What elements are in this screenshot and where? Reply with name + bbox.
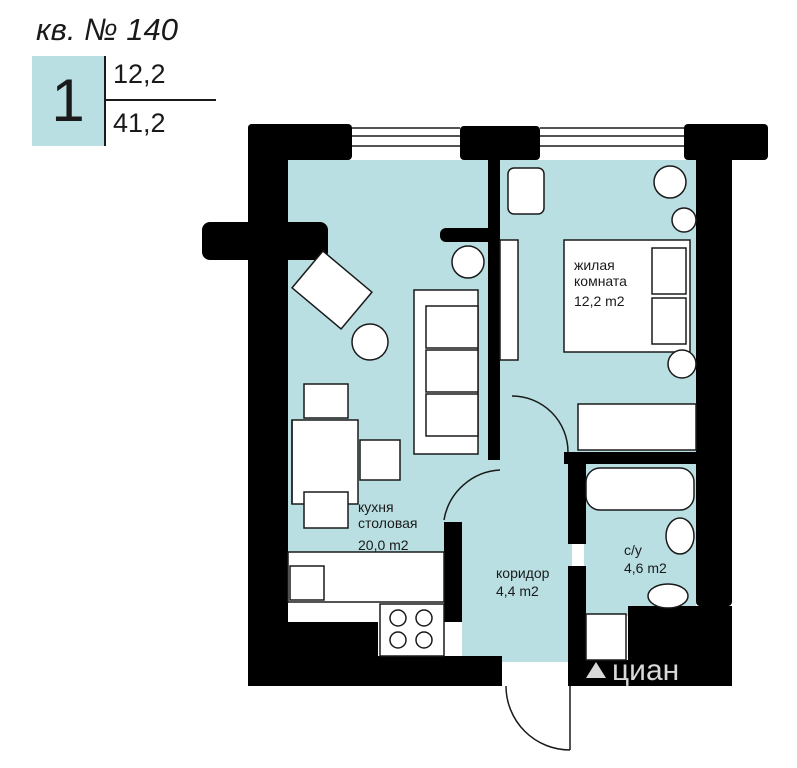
windows [352, 127, 684, 147]
burner-3 [389, 631, 407, 649]
pillow-2 [651, 297, 687, 345]
wall-left [248, 124, 288, 686]
kitchen-label-line1: кухня [358, 499, 394, 515]
sofa-cushion-3 [425, 393, 479, 437]
wall-partition-kitchen-bedroom [488, 160, 500, 460]
armchair [291, 249, 373, 331]
watermark: циан [586, 654, 679, 687]
walls [202, 124, 768, 686]
apartment-title: кв. № 140 [36, 12, 178, 47]
bedroom-radiator-icon-3 [667, 349, 697, 379]
bedroom-radiator-icon-2 [671, 207, 697, 233]
wall-corridor-bath [568, 452, 586, 544]
sofa-cushion-1 [425, 305, 479, 349]
pillow-1 [651, 247, 687, 295]
bathtub [585, 467, 695, 511]
bathroom-area: 4,6 m2 [624, 560, 667, 576]
corridor-area: 4,4 m2 [496, 583, 539, 599]
wall-bath-bottom [628, 606, 732, 686]
sink-basin [665, 517, 695, 555]
watermark-logo-icon [586, 662, 606, 678]
wall-top-middle [460, 126, 540, 160]
wall-left-stub [202, 222, 328, 260]
kitchen-radiator-icon [451, 245, 485, 279]
wall-partition-stub [440, 228, 496, 242]
wall-corridor-bath-lower [568, 566, 586, 686]
kitchen-area: 20,0 m2 [358, 537, 409, 553]
doors [443, 395, 571, 751]
sink [289, 565, 325, 601]
kitchen-furniture [287, 245, 485, 657]
corridor-label: коридор [496, 565, 550, 581]
chair-top [303, 383, 349, 419]
stove [379, 603, 445, 657]
bedroom-label-line2: комната [574, 273, 627, 289]
corridor-floor [462, 452, 572, 662]
area-divider-horizontal [104, 99, 216, 101]
wall-bottom-mid [378, 656, 502, 686]
bedroom-wardrobe [577, 403, 697, 451]
door-bedroom-swing [511, 395, 569, 453]
room-labels: жилая комната 12,2 m2 кухня столовая 20,… [358, 257, 667, 599]
burner-4 [415, 631, 433, 649]
rooms-count-badge: 1 [32, 56, 104, 146]
burner-2 [415, 609, 433, 627]
dining-table [291, 419, 359, 505]
bedroom-radiator-icon-1 [653, 165, 687, 199]
toilet [647, 583, 689, 609]
wall-corridor-bath-upper [564, 452, 696, 464]
door-entrance-swing [505, 685, 571, 751]
chair-bottom [303, 491, 349, 529]
chair-right [359, 439, 401, 481]
wall-bottom-left [248, 622, 378, 686]
total-area-value: 41,2 [113, 108, 166, 138]
wall-right [696, 124, 732, 606]
area-divider-vertical [104, 56, 106, 146]
living-area-value: 12,2 [113, 59, 166, 89]
wall-kitchen-corridor [444, 522, 462, 622]
watermark-text: циан [612, 654, 679, 687]
wardrobe-shelf [499, 239, 519, 361]
bathroom-fixtures [585, 467, 695, 661]
kitchen-label-line2: столовая [358, 515, 418, 531]
bedroom-area: 12,2 m2 [574, 293, 625, 309]
door-kitchen-swing [443, 469, 501, 521]
bedroom-label-line1: жилая [574, 257, 615, 273]
bedroom-furniture [499, 165, 697, 451]
bathroom-label: с/у [624, 542, 642, 558]
burner-1 [389, 609, 407, 627]
coffee-table [351, 323, 389, 361]
bath-cabinet [585, 613, 627, 661]
sofa-cushion-2 [425, 349, 479, 393]
desk-chair [507, 167, 545, 215]
